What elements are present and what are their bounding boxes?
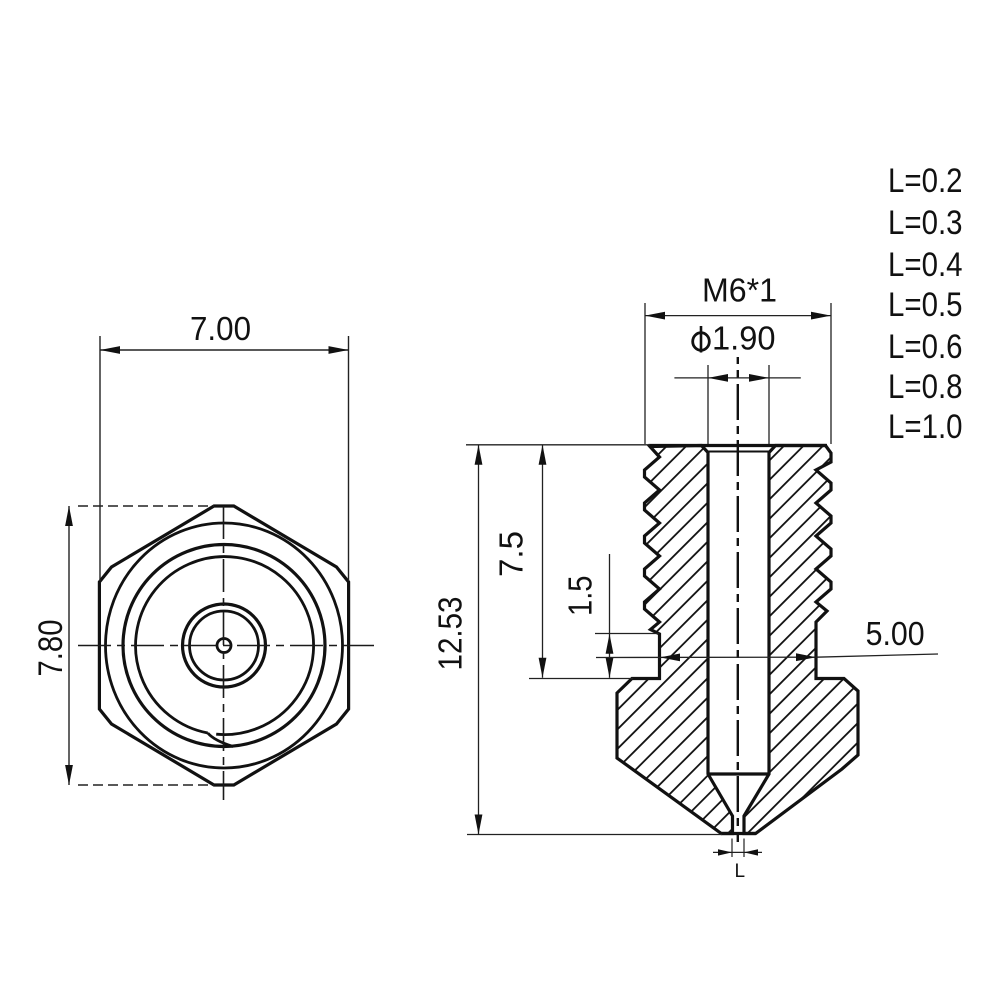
svg-text:1.90: 1.90 [712,320,776,357]
svg-text:L=0.3: L=0.3 [888,204,963,242]
svg-text:1.5: 1.5 [562,576,599,617]
svg-text:L=0.6: L=0.6 [888,328,963,366]
svg-text:M6*1: M6*1 [702,272,777,309]
svg-text:7.80: 7.80 [32,620,70,677]
svg-text:L=0.4: L=0.4 [888,246,963,284]
svg-text:L=0.5: L=0.5 [888,286,963,324]
svg-text:5.00: 5.00 [866,616,925,653]
svg-text:L: L [735,861,746,882]
svg-text:L=1.0: L=1.0 [888,408,963,446]
svg-text:L=0.2: L=0.2 [888,162,963,200]
svg-text:L=0.8: L=0.8 [888,368,963,406]
svg-text:7.5: 7.5 [493,531,530,577]
svg-text:7.00: 7.00 [190,311,251,348]
svg-text:12.53: 12.53 [432,597,469,671]
